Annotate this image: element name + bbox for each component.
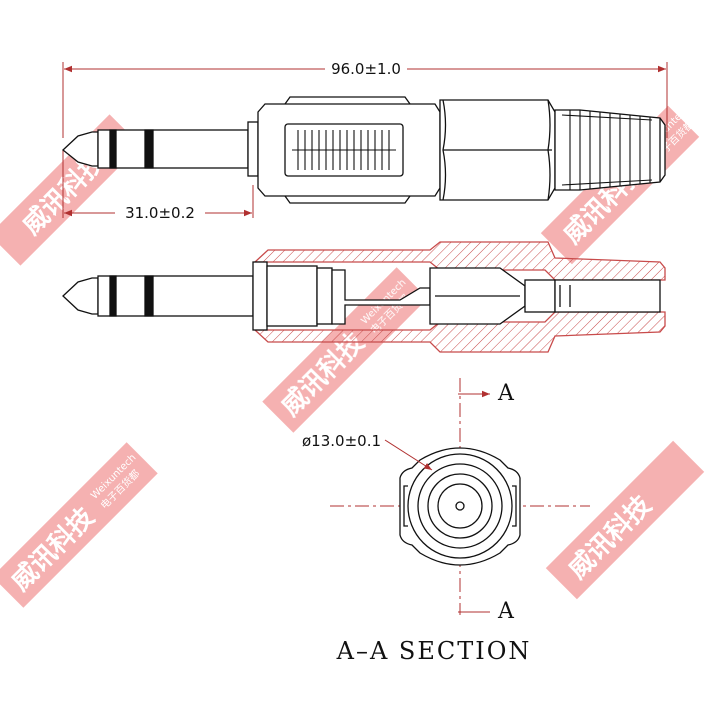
section-marker-bottom: A — [497, 599, 515, 624]
overall-length-label: 96.0±1.0 — [331, 60, 401, 78]
tip-length-label: 31.0±0.2 — [125, 204, 195, 222]
dimension-diameter: ø13.0±0.1 — [302, 432, 433, 471]
watermark-text: 威讯科技 — [5, 502, 100, 597]
dimension-overall-length: 96.0±1.0 — [62, 60, 668, 138]
dimension-tip-length: 31.0±0.2 — [62, 150, 254, 222]
plug-exterior-view — [62, 96, 666, 204]
watermark-lower-right: 威讯科技 — [545, 440, 705, 600]
plug-section-view — [62, 241, 666, 353]
watermark-text: 威讯科技 — [562, 490, 657, 585]
section-title: A–A SECTION — [336, 637, 532, 665]
section-aa-view — [399, 447, 521, 566]
diameter-label: ø13.0±0.1 — [302, 432, 381, 450]
watermark-lower-left: 威讯科技 Weixuntech 电子百货都 — [0, 442, 158, 608]
section-marker-top: A — [497, 381, 515, 406]
